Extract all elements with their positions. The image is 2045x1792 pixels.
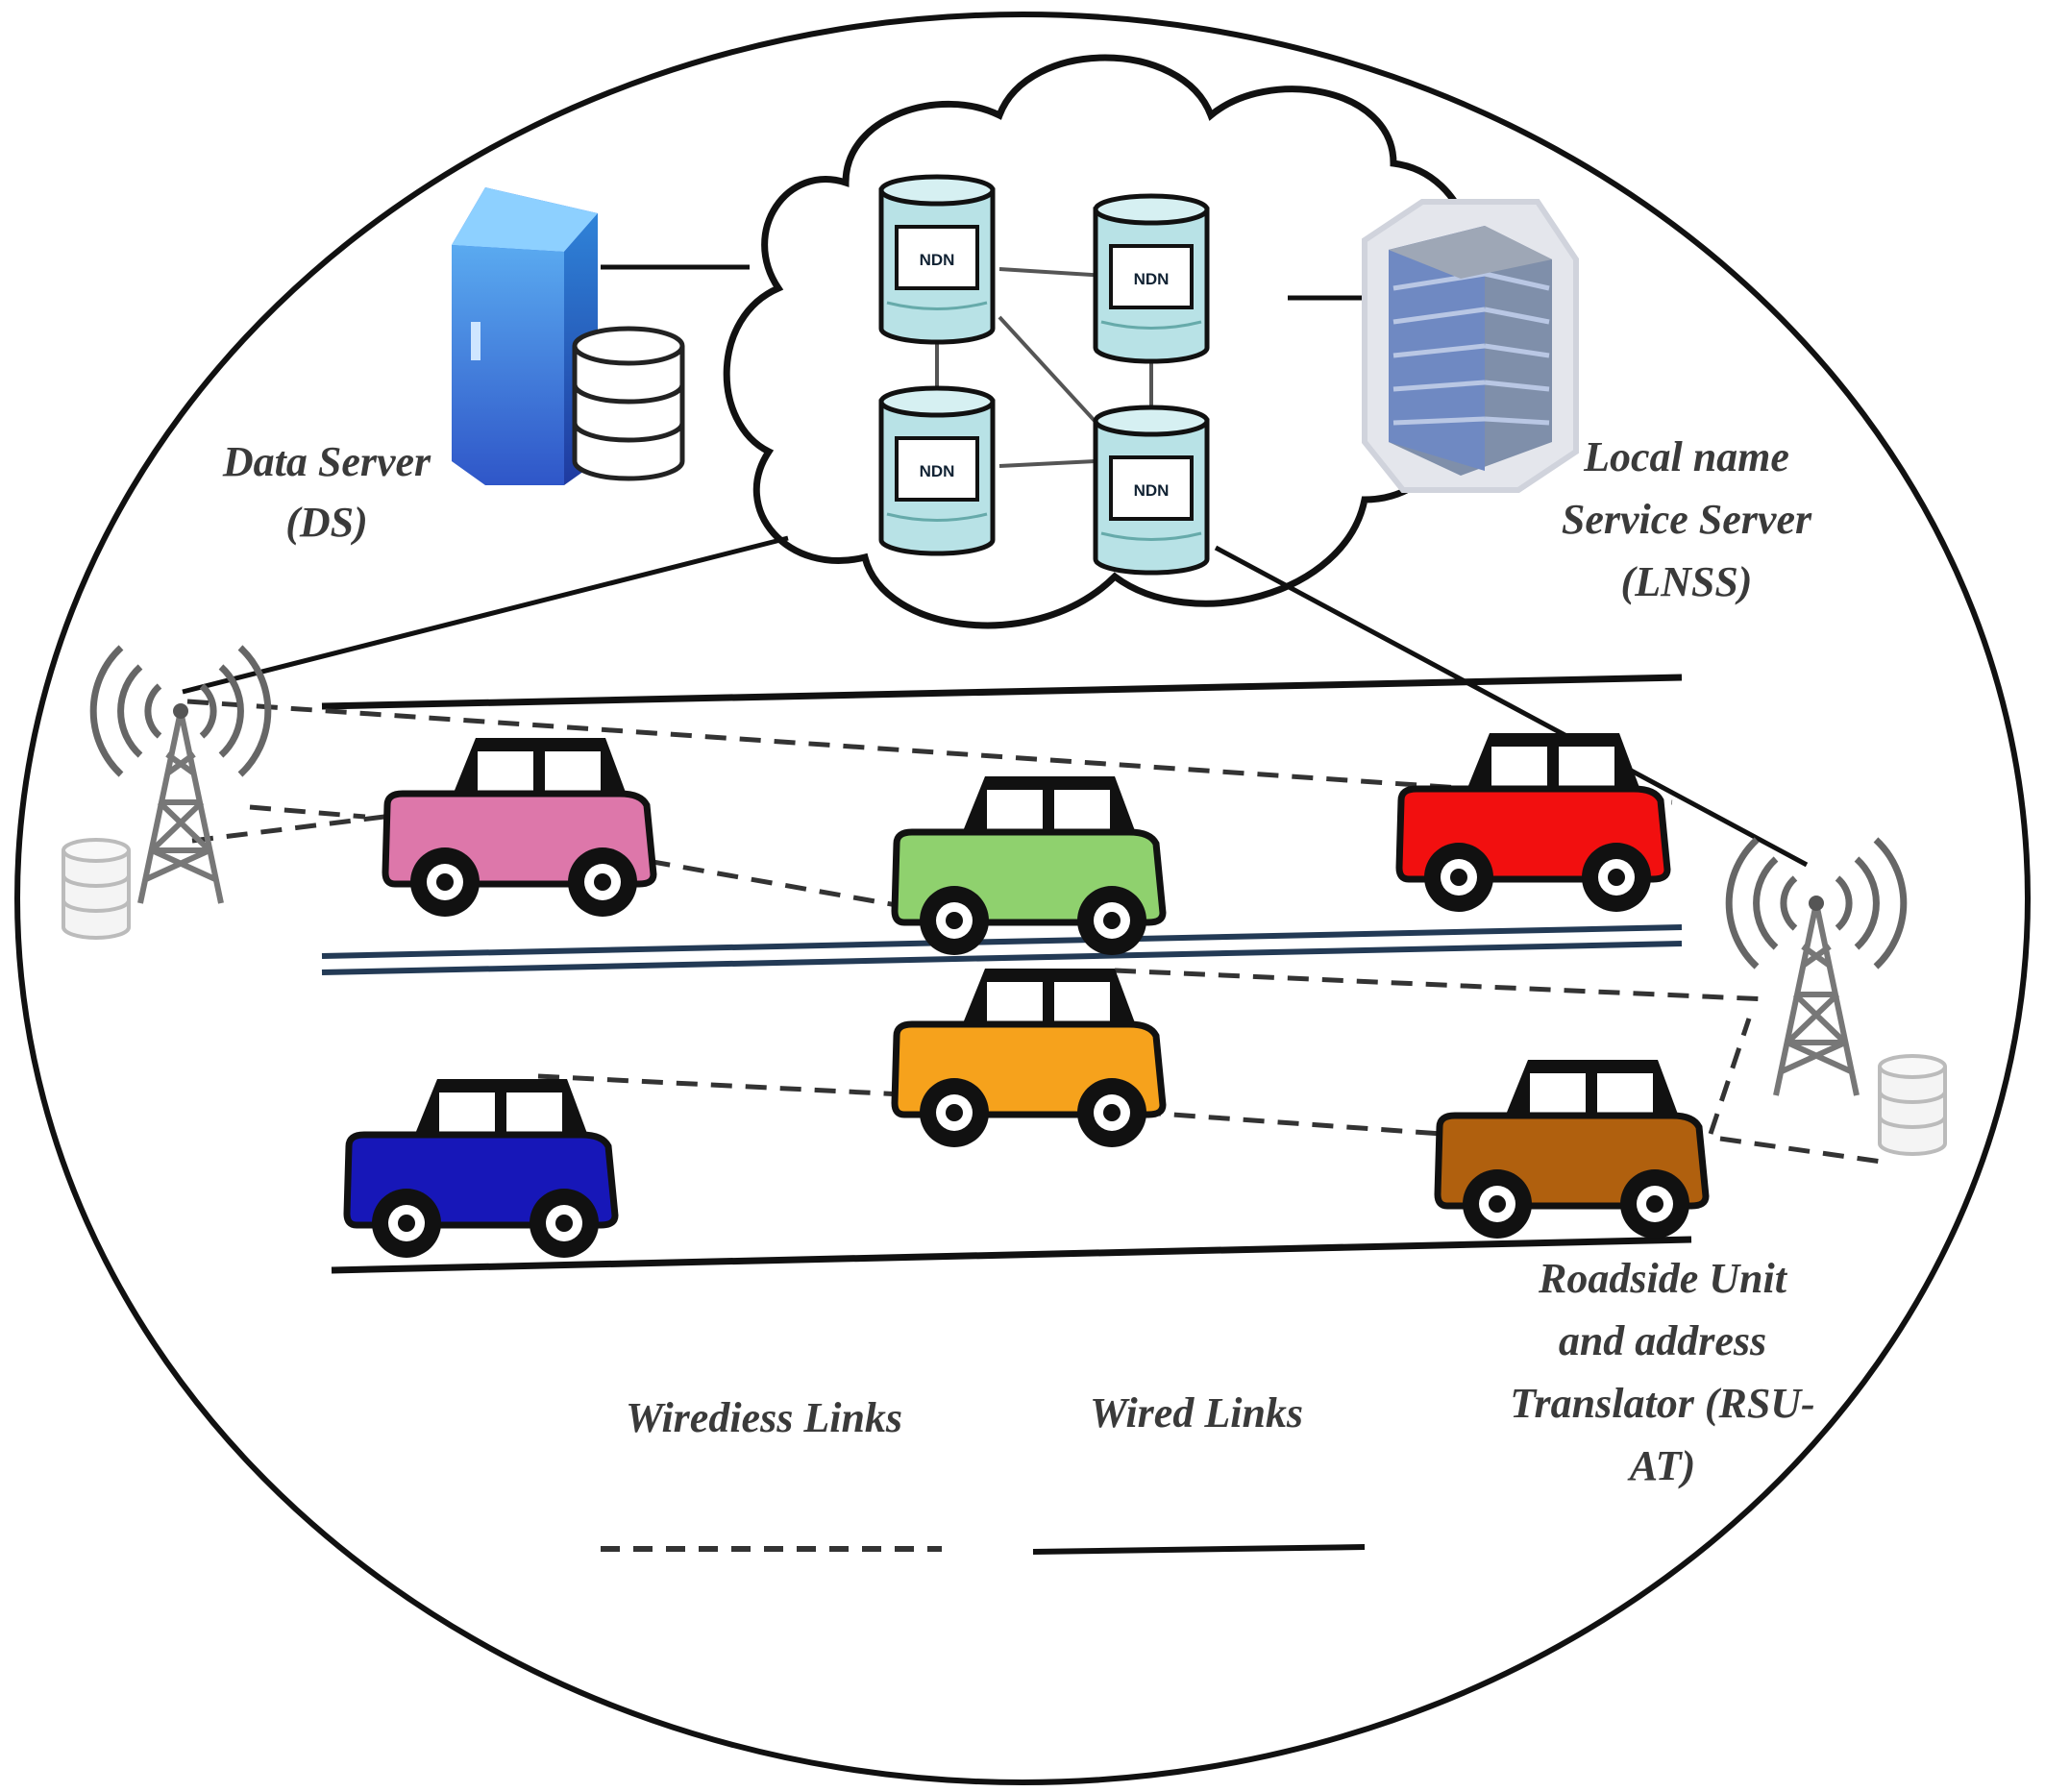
- car-icon: [891, 776, 1167, 955]
- server-tower-icon: [452, 187, 598, 485]
- legend-wired-swatch: [1032, 1544, 1366, 1555]
- database-icon: [572, 326, 685, 481]
- wired-links: [182, 264, 1809, 868]
- ndn-node: NDN: [1096, 407, 1207, 573]
- ndn-node: NDN: [881, 388, 993, 553]
- rsu-right: [1729, 840, 1947, 1156]
- lnss-label-2: Service Server: [1562, 496, 1812, 543]
- road-edges: [321, 674, 1692, 1274]
- legend-wireless-label: Wirediess Links: [626, 1394, 902, 1441]
- car-icon: [382, 738, 657, 917]
- server-rack-icon: [1362, 199, 1579, 493]
- ndn-label: NDN: [920, 251, 955, 269]
- ndn-label: NDN: [1134, 481, 1170, 500]
- network-boundary: [14, 12, 2031, 1785]
- ndn-label: NDN: [1134, 270, 1170, 288]
- car-icon: [343, 1079, 619, 1258]
- wireless-links: [186, 699, 1889, 1166]
- lnss-label-1: Local name: [1583, 433, 1789, 480]
- legend-wired-label: Wired Links: [1090, 1389, 1303, 1436]
- car-icon: [1434, 1060, 1710, 1239]
- rsu-label-3: Translator (RSU-: [1510, 1380, 1814, 1427]
- data-server-label: Data Server: [222, 438, 431, 485]
- lnss-label-3: (LNSS): [1621, 558, 1753, 605]
- vehicles: [343, 733, 1710, 1258]
- database-icon: [62, 838, 131, 940]
- rsu-label-4: AT): [1627, 1442, 1695, 1489]
- ndn-node: NDN: [881, 177, 993, 342]
- car-icon: [891, 969, 1167, 1147]
- rsu-label-1: Roadside Unit: [1538, 1255, 1788, 1302]
- ndn-label: NDN: [920, 462, 955, 480]
- radio-tower-icon: [1729, 840, 1904, 1095]
- database-icon: [1878, 1054, 1947, 1156]
- rsu-label-2: and address: [1559, 1317, 1766, 1364]
- rsu-left: [62, 648, 268, 940]
- legend: Wirediess Links Wired Links: [601, 1389, 1366, 1555]
- ndn-node: NDN: [1096, 196, 1207, 361]
- car-icon: [1395, 733, 1671, 912]
- data-server-abbrev: (DS): [285, 499, 368, 546]
